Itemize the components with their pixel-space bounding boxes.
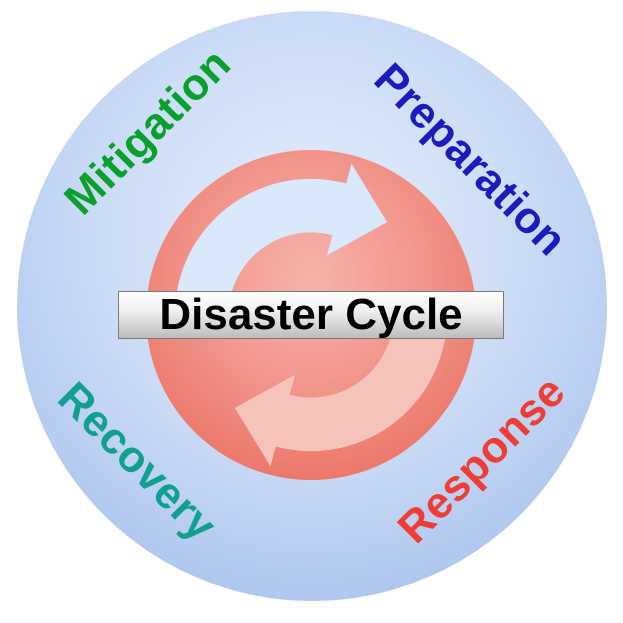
cycle-arrows [175, 163, 447, 467]
diagram-title: Disaster Cycle [159, 290, 463, 339]
cycle-arrow-top-icon [175, 163, 388, 308]
title-banner: Disaster Cycle [118, 291, 504, 339]
cycle-arrow-bottom-icon [234, 322, 447, 467]
